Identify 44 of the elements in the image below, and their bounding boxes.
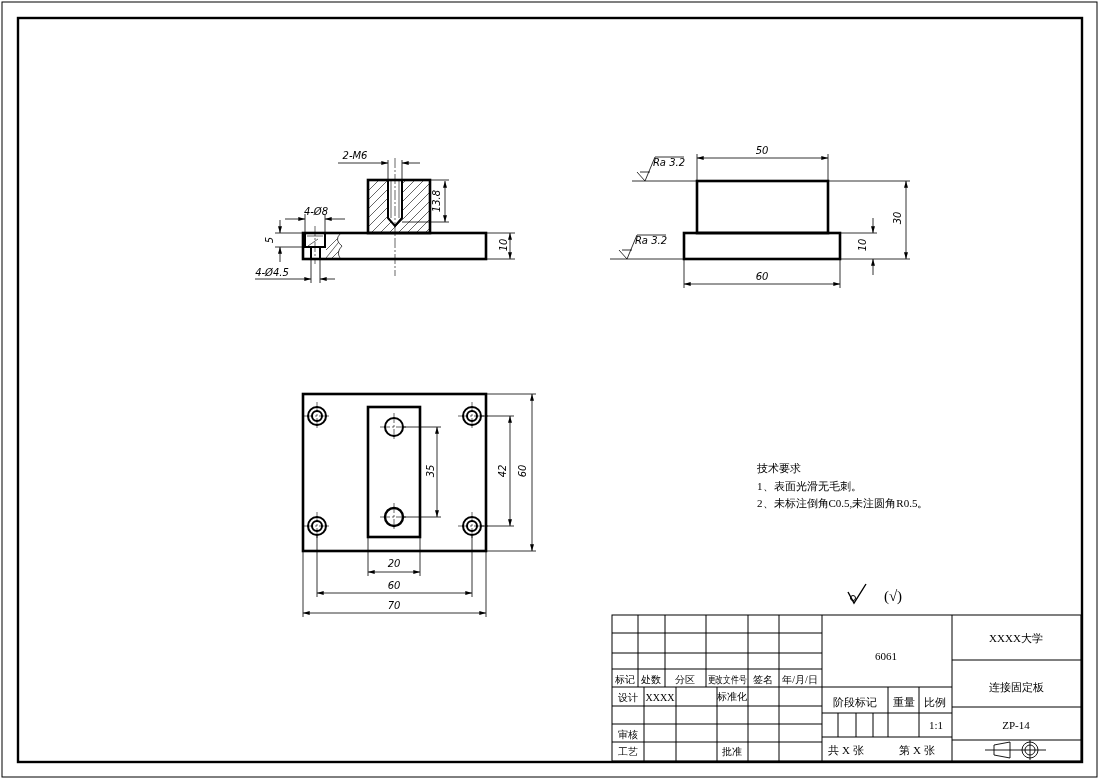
- dimension-text: 60: [387, 581, 401, 591]
- table-text: 1:1: [928, 719, 944, 731]
- table-text: 比例: [924, 696, 946, 708]
- note-text: 1、表面光滑无毛刺。: [757, 480, 862, 492]
- table-text: 签名: [753, 675, 773, 685]
- note-text: 2、未标注倒角C0.5,未注圆角R0.5。: [757, 497, 929, 509]
- dimension-text: 60: [755, 272, 769, 282]
- dimension-text: 30: [893, 211, 903, 225]
- dimension-text: 60: [518, 464, 528, 478]
- table-text: 设计: [618, 693, 638, 703]
- dimension-text: 50: [755, 146, 769, 156]
- dimension-text: 42: [498, 464, 508, 478]
- dimension-text: 13.8: [432, 189, 442, 213]
- table-text: 年/月/日: [782, 675, 818, 685]
- table-text: 处数: [641, 675, 661, 685]
- dimension-text: Ra 3.2: [652, 158, 686, 168]
- roughness-note: (√): [883, 588, 903, 604]
- table-text: 重量: [893, 696, 915, 708]
- dimension-text: 35: [426, 464, 436, 478]
- table-text: ZP-14: [1002, 719, 1030, 731]
- table-text: 阶段标记: [833, 696, 877, 708]
- dimension-text: 4-Ø4.5: [255, 268, 289, 278]
- table-text: 第 X 张: [899, 744, 935, 756]
- dimension-text: 4-Ø8: [303, 207, 329, 217]
- table-text: XXXX: [645, 693, 675, 703]
- note-text: 技术要求: [757, 462, 801, 474]
- table-text: 共 X 张: [828, 744, 864, 756]
- table-text: 工艺: [618, 747, 638, 757]
- dimension-text: 10: [499, 238, 509, 252]
- table-text: 审核: [618, 730, 638, 740]
- dimension-text: 10: [858, 238, 868, 252]
- table-text: 6061: [875, 650, 897, 662]
- table-text: 标记: [615, 675, 635, 685]
- dimension-text: Ra 3.2: [634, 236, 668, 246]
- table-text: XXXX大学: [989, 632, 1043, 644]
- table-text: 连接固定板: [988, 681, 1044, 693]
- dimension-text: 70: [387, 601, 401, 611]
- table-text: 更改文件号: [707, 675, 747, 685]
- table-text: 标准化: [717, 692, 747, 702]
- table-text: 分区: [675, 675, 695, 685]
- dimension-text: 20: [387, 559, 401, 569]
- dimension-text: 5: [265, 236, 275, 244]
- table-text: 批准: [722, 747, 742, 757]
- dimension-text: 2-M6: [342, 151, 368, 161]
